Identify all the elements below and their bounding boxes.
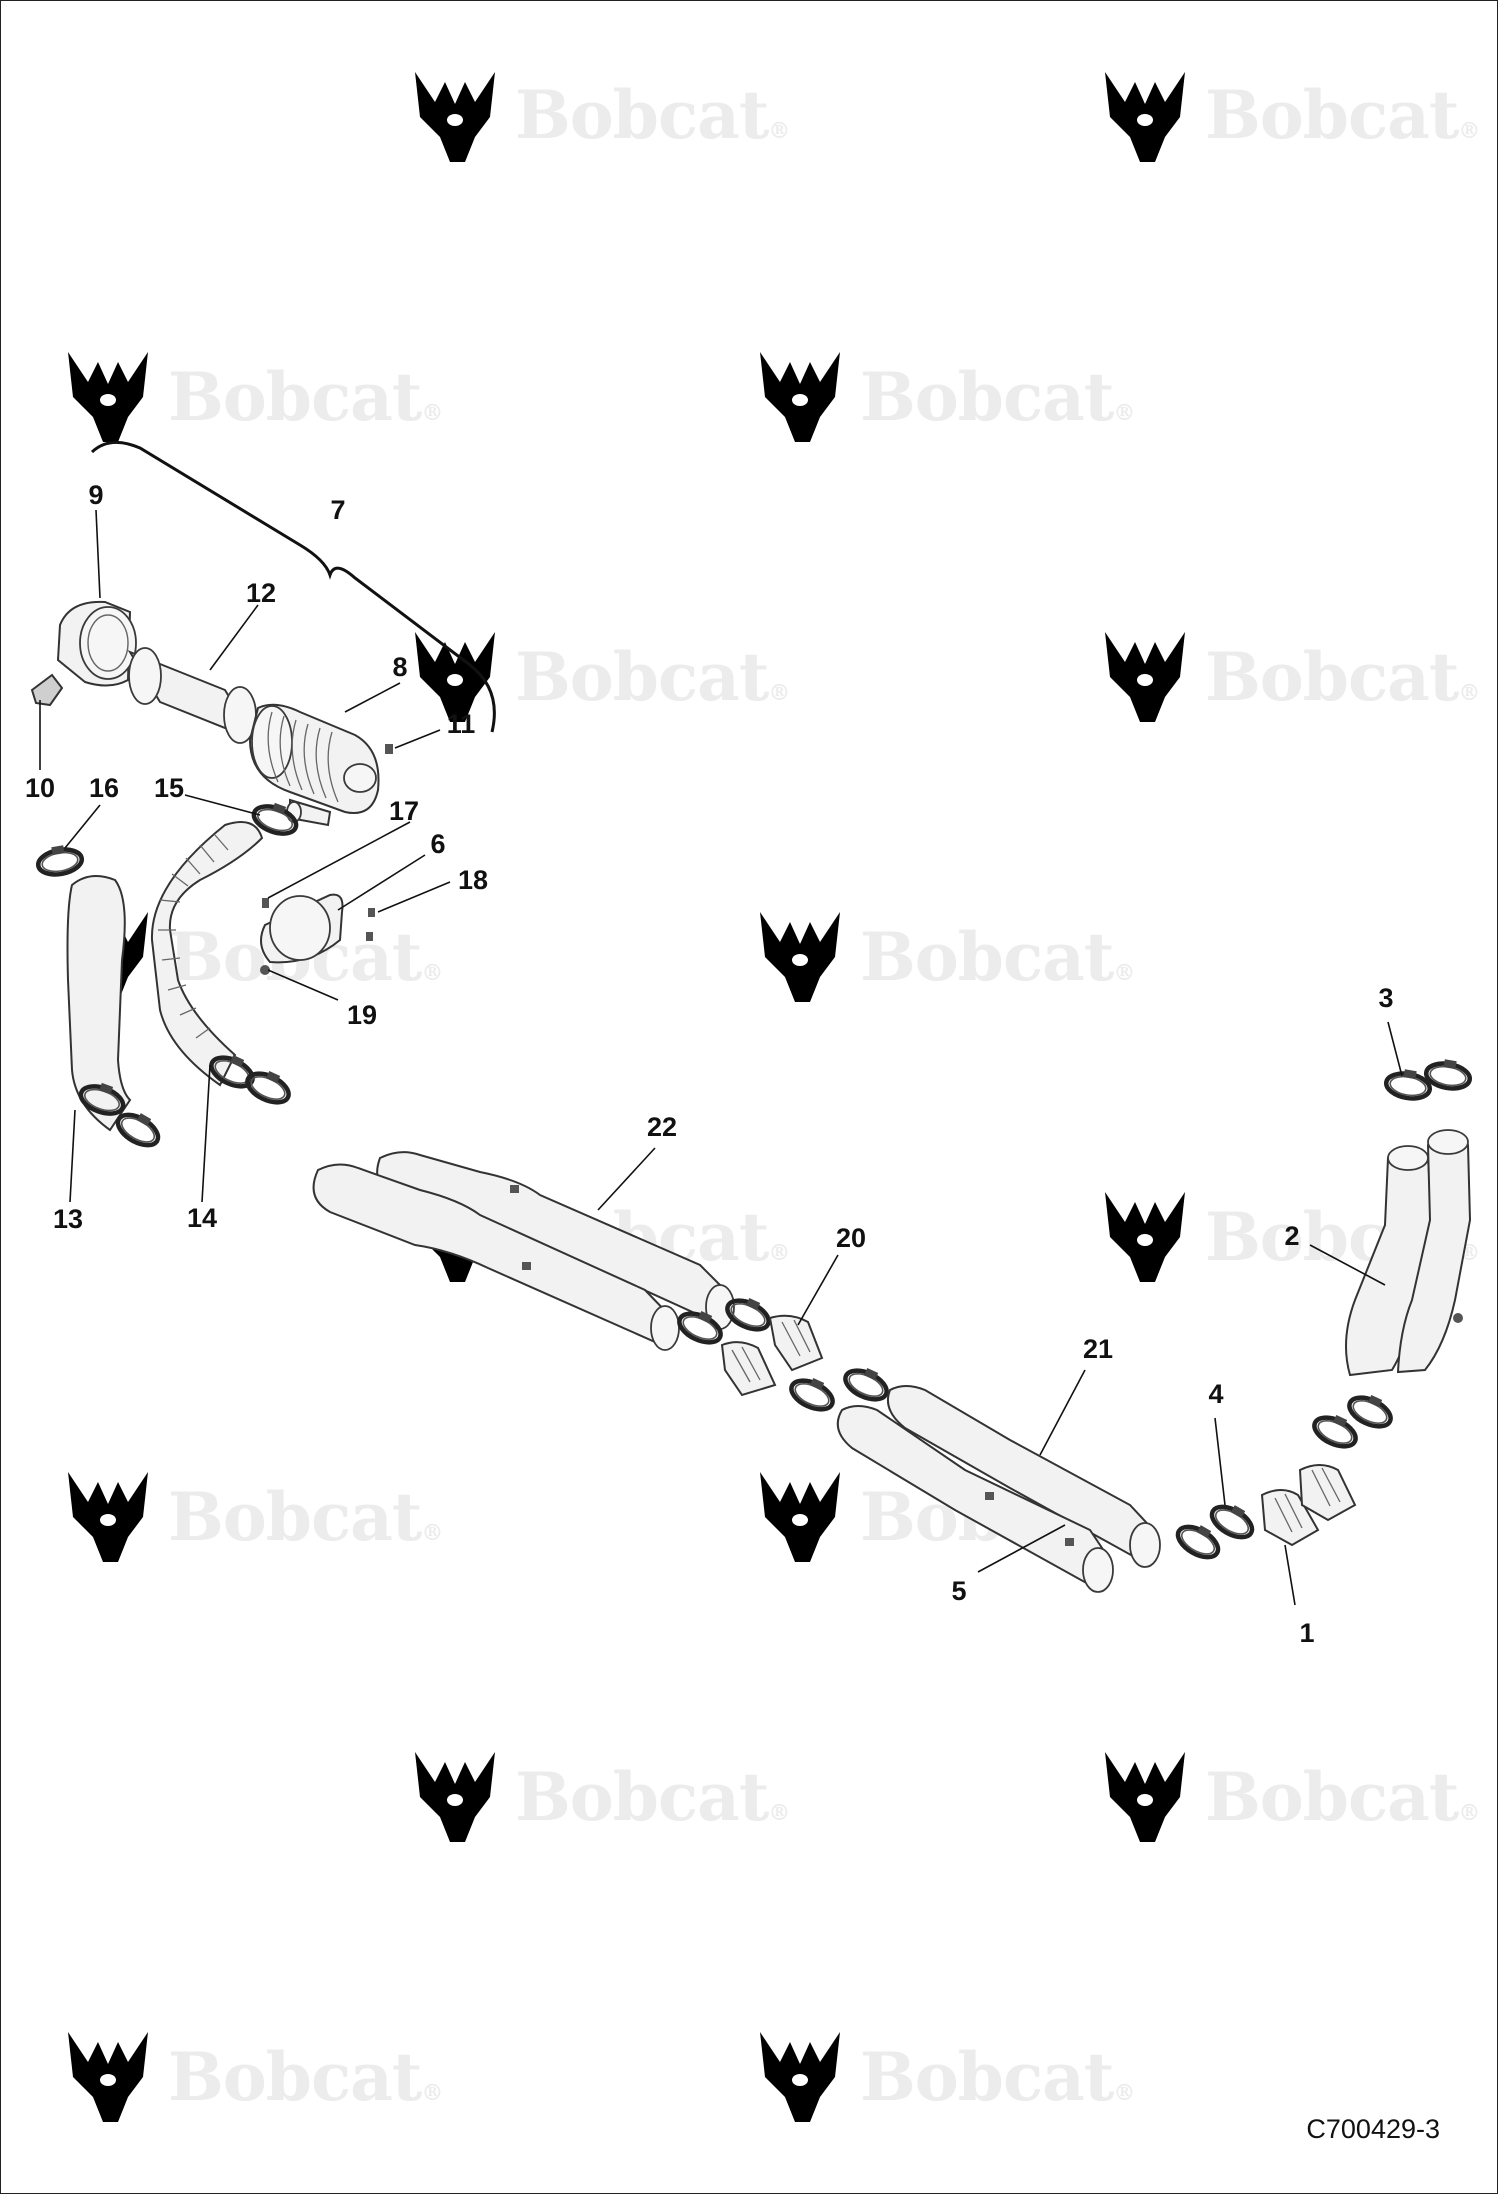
registered-mark: ® — [1458, 680, 1479, 706]
bolt-part-17 — [262, 898, 269, 908]
assembly-brace-7 — [90, 440, 496, 733]
bobcat-logo-watermark — [68, 2032, 148, 2122]
callout-label-18: 18 — [458, 865, 488, 895]
callout-label-16: 16 — [89, 773, 119, 803]
callout-label-17: 17 — [389, 796, 419, 826]
clamp-part-16 — [36, 842, 84, 877]
watermark-layer: Bobcat® Bobcat® Bobcat® Bobcat® Bobcat® … — [68, 72, 1480, 2122]
registered-mark: ® — [421, 960, 442, 986]
registered-mark: ® — [1458, 118, 1479, 144]
callout-labels: 1 2 3 4 5 6 7 8 9 10 11 12 13 14 15 16 1… — [25, 480, 1394, 1648]
screw-part — [385, 744, 393, 754]
hose-part-13 — [66, 875, 132, 1132]
bobcat-logo-watermark — [68, 1472, 148, 1562]
bobcat-logo-watermark — [1105, 632, 1185, 722]
registered-mark: ® — [1113, 960, 1134, 986]
callout-label-22: 22 — [647, 1112, 677, 1142]
watermark-text: Bobcat® — [168, 2038, 442, 2116]
callout-label-4: 4 — [1208, 1379, 1223, 1409]
clamp-part-1b — [1345, 1388, 1397, 1432]
clamp-part-20a — [787, 1371, 839, 1415]
callout-label-7: 7 — [330, 495, 345, 525]
bobcat-logo-watermark — [760, 352, 840, 442]
watermark-text: Bobcat® — [515, 1758, 789, 1836]
leader-lines — [39, 509, 1403, 1606]
bobcat-logo-watermark — [1105, 1752, 1185, 1842]
bobcat-logo-watermark — [760, 912, 840, 1002]
callout-label-3: 3 — [1378, 983, 1393, 1013]
housing-ribs — [267, 711, 339, 803]
watermark-text: Bobcat® — [168, 358, 442, 436]
registered-mark: ® — [421, 2080, 442, 2106]
callout-label-20: 20 — [836, 1223, 866, 1253]
watermark-text: Bobcat® — [860, 2038, 1134, 2116]
watermark-text: Bobcat® — [1205, 1758, 1479, 1836]
callout-label-2: 2 — [1284, 1221, 1299, 1251]
registered-mark: ® — [1458, 1800, 1479, 1826]
bolt-part-18a — [368, 908, 375, 917]
callout-label-21: 21 — [1083, 1334, 1113, 1364]
callout-label-10: 10 — [25, 773, 55, 803]
clamp-part-20b — [841, 1361, 893, 1405]
coupler-part-20 — [720, 1314, 824, 1397]
bobcat-logo-watermark — [760, 1472, 840, 1562]
bobcat-logo-watermark — [760, 2032, 840, 2122]
bolt-part-18b — [366, 932, 373, 941]
watermark-text: Bobcat® — [860, 918, 1134, 996]
bobcat-logo-watermark — [68, 352, 148, 442]
tube-assembly-21 — [836, 1385, 1161, 1593]
coupler-part-1 — [1260, 1464, 1357, 1547]
registered-mark: ® — [768, 1240, 789, 1266]
watermark-text: Bobcat® — [1205, 638, 1479, 716]
callout-label-14: 14 — [187, 1203, 217, 1233]
bobcat-logo-watermark — [1105, 1192, 1185, 1282]
registered-mark: ® — [768, 1800, 789, 1826]
watermark-text: Bobcat® — [860, 358, 1134, 436]
clamp-part-4b — [1207, 1497, 1259, 1543]
nut-part-19 — [260, 965, 270, 975]
callout-label-15: 15 — [154, 773, 184, 803]
callout-label-5: 5 — [951, 1576, 966, 1606]
callout-label-19: 19 — [347, 1000, 377, 1030]
callout-label-13: 13 — [53, 1204, 83, 1234]
bobcat-logo-watermark — [415, 72, 495, 162]
bobcat-logo-watermark — [1105, 72, 1185, 162]
registered-mark: ® — [421, 1520, 442, 1546]
callout-label-12: 12 — [246, 578, 276, 608]
figure-id: C700429-3 — [1306, 2114, 1440, 2144]
registered-mark: ® — [1113, 2080, 1134, 2106]
registered-mark: ® — [421, 400, 442, 426]
callout-label-8: 8 — [392, 652, 407, 682]
registered-mark: ® — [768, 118, 789, 144]
registered-mark: ® — [768, 680, 789, 706]
hose-14-ribs — [158, 834, 229, 1039]
watermark-text: Bobcat® — [515, 638, 789, 716]
watermark-text: Bobcat® — [515, 76, 789, 154]
callout-label-9: 9 — [88, 480, 103, 510]
outlet-pipe-part-2 — [1345, 1129, 1472, 1377]
evacuator-valve-part — [30, 673, 64, 707]
tube-assembly-22 — [312, 1151, 735, 1351]
callout-label-1: 1 — [1299, 1618, 1314, 1648]
bobcat-logo-watermark — [415, 1752, 495, 1842]
callout-label-6: 6 — [430, 829, 445, 859]
callout-label-11: 11 — [447, 709, 476, 739]
registered-mark: ® — [1113, 400, 1134, 426]
hose-part-14 — [150, 821, 264, 1087]
watermark-text: Bobcat® — [1205, 76, 1479, 154]
air-cleaner-assembly — [30, 600, 393, 827]
watermark-text: Bobcat® — [168, 1478, 442, 1556]
